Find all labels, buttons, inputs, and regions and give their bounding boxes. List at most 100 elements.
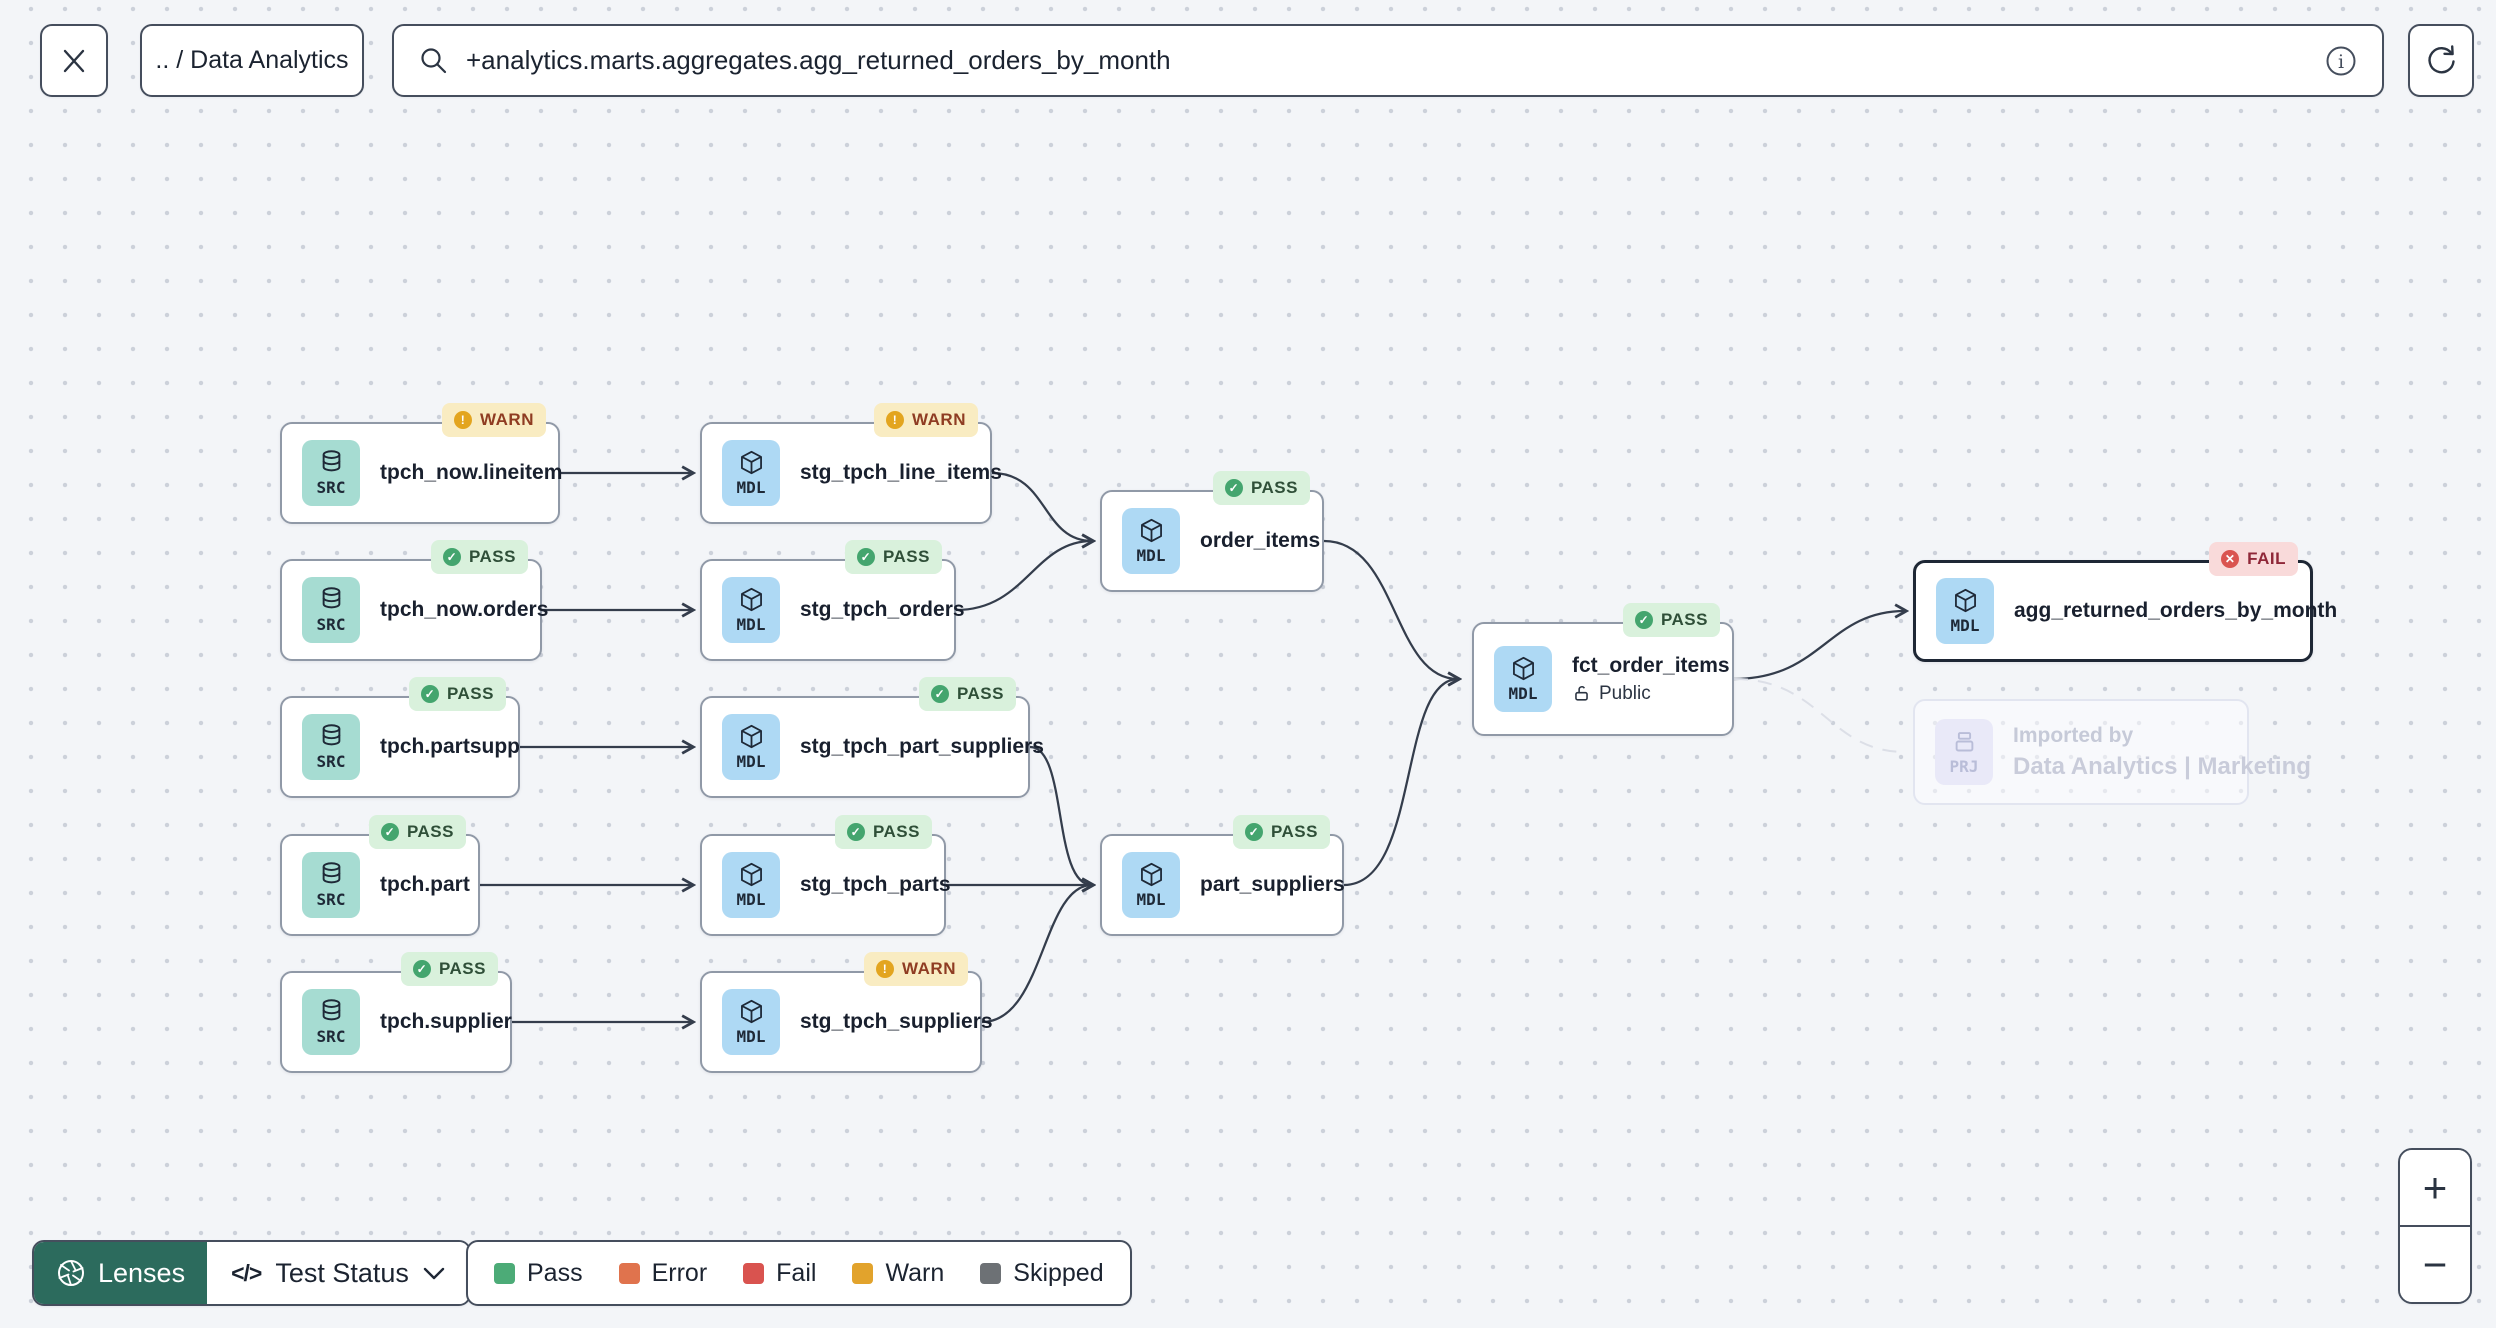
node-type-badge-mdl: MDL: [1936, 578, 1994, 644]
node-title: stg_tpch_line_items: [800, 461, 1002, 484]
search-input[interactable]: +analytics.marts.aggregates.agg_returned…: [392, 24, 2384, 97]
node-type-badge-prj: PRJ: [1935, 719, 1993, 785]
lens-selector-test-status[interactable]: </> Test Status: [207, 1242, 469, 1304]
zoom-out-button[interactable]: −: [2400, 1225, 2470, 1302]
code-icon: </>: [231, 1259, 262, 1286]
status-badge-warn: !WARN: [864, 952, 968, 986]
legend-swatch-icon: [743, 1262, 765, 1284]
node-type-label: MDL: [1950, 616, 1980, 635]
status-badge-pass: ✓PASS: [1622, 603, 1720, 637]
node-labels: part_suppliers: [1200, 873, 1345, 897]
status-label: PASS: [438, 959, 486, 978]
node-labels: tpch.supplier: [380, 1010, 512, 1034]
status-badge-pass: ✓ PASS: [368, 815, 466, 849]
node-type-badge-src: SRC: [302, 714, 360, 780]
node-tpch_partsupp[interactable]: ✓PASS SRC tpch.partsupp: [280, 677, 520, 798]
model-cube-icon: [740, 587, 762, 612]
model-cube-icon: [1954, 588, 1976, 613]
database-icon: [322, 862, 340, 884]
zoom-in-button[interactable]: +: [2400, 1150, 2470, 1225]
search-icon: [421, 47, 447, 73]
model-cube-icon: [1512, 656, 1534, 681]
node-title: part_suppliers: [1200, 873, 1345, 896]
legend-label: Warn: [885, 1258, 945, 1287]
node-labels: agg_returned_orders_by_month: [2014, 599, 2338, 623]
node-type-label: MDL: [736, 1027, 766, 1046]
node-stg_tpch_suppliers[interactable]: !WARN MDL stg_tpch_suppliers: [700, 952, 993, 1073]
breadcrumb[interactable]: .. / Data Analytics: [140, 24, 364, 97]
legend-label: Fail: [776, 1258, 817, 1287]
node-labels: order_items: [1200, 529, 1321, 553]
node-labels: tpch_now.lineitem: [380, 461, 562, 485]
lenses-button[interactable]: Lenses: [34, 1242, 208, 1304]
node-sublabel: Imported by: [2013, 723, 2134, 747]
node-labels: stg_tpch_part_suppliers: [800, 735, 1044, 759]
legend-item-pass: Pass: [494, 1259, 583, 1288]
lenses-control: Lenses </> Test Status: [32, 1240, 471, 1306]
node-tpch_now_lineitem[interactable]: ! WARN SRC tpch_now.lineitem: [280, 403, 562, 524]
node-labels: tpch.partsupp: [380, 735, 520, 759]
node-labels: tpch_now.orders: [380, 598, 549, 622]
legend-swatch-icon: [852, 1262, 874, 1284]
status-badge-pass: ✓PASS: [408, 677, 506, 711]
status-badge-pass: ✓PASS: [1232, 815, 1330, 849]
node-type-badge-mdl: MDL: [1494, 646, 1552, 712]
status-label: PASS: [872, 822, 920, 841]
node-title: stg_tpch_part_suppliers: [800, 735, 1044, 758]
status-badge-warn: ! WARN: [442, 403, 546, 437]
node-title: Data Analytics | Marketing: [2013, 752, 2311, 780]
status-dot-icon: ✓: [380, 823, 399, 841]
node-title: agg_returned_orders_by_month: [2014, 599, 2338, 622]
zoom-controls: + −: [2398, 1148, 2472, 1304]
status-dot-icon: ✓: [846, 823, 865, 841]
status-dot-icon: !: [454, 411, 473, 429]
status-badge-pass: ✓PASS: [400, 952, 498, 986]
node-title: stg_tpch_suppliers: [800, 1010, 993, 1033]
node-title: tpch_now.orders: [380, 598, 549, 621]
test-status-legend: Pass Error Fail Warn Skipped: [466, 1240, 1132, 1306]
node-type-badge-mdl: MDL: [722, 714, 780, 780]
status-dot-icon: ✓: [930, 685, 949, 703]
node-type-label: MDL: [736, 752, 766, 771]
legend-item-skipped: Skipped: [980, 1258, 1104, 1288]
node-type-badge-mdl: MDL: [722, 852, 780, 918]
status-badge-pass: ✓PASS: [918, 677, 1016, 711]
refresh-button[interactable]: [2408, 24, 2474, 97]
legend-swatch-icon: [980, 1262, 1002, 1284]
status-label: PASS: [1660, 610, 1708, 629]
status-label: WARN: [480, 410, 534, 429]
legend-label: Pass: [527, 1258, 583, 1287]
legend-swatch-icon: [618, 1262, 640, 1284]
legend-label: Error: [651, 1258, 708, 1287]
legend-swatch-icon: [494, 1262, 515, 1284]
node-type-badge-src: SRC: [302, 577, 360, 643]
node-access: Public: [1572, 683, 1712, 705]
status-badge-warn: !WARN: [874, 403, 978, 437]
legend-item-error: Error: [618, 1258, 708, 1288]
node-type-label: PRJ: [1949, 757, 1979, 776]
node-imported_by_project[interactable]: PRJ Imported by Data Analytics | Marketing: [1913, 699, 2311, 805]
info-icon[interactable]: i: [2324, 44, 2358, 78]
node-labels: stg_tpch_orders: [800, 598, 965, 622]
node-labels: stg_tpch_line_items: [800, 461, 1002, 485]
node-type-label: MDL: [1508, 684, 1538, 703]
legend-label: Skipped: [1013, 1258, 1104, 1287]
node-stg_tpch_part_suppliers[interactable]: ✓PASS MDL stg_tpch_part_suppliers: [700, 677, 1044, 798]
node-title: order_items: [1200, 529, 1321, 552]
node-type-label: SRC: [316, 478, 346, 497]
status-label: PASS: [406, 822, 454, 841]
status-dot-icon: ✓: [420, 685, 439, 703]
close-button[interactable]: [40, 24, 108, 97]
node-title: tpch.part: [380, 873, 470, 896]
